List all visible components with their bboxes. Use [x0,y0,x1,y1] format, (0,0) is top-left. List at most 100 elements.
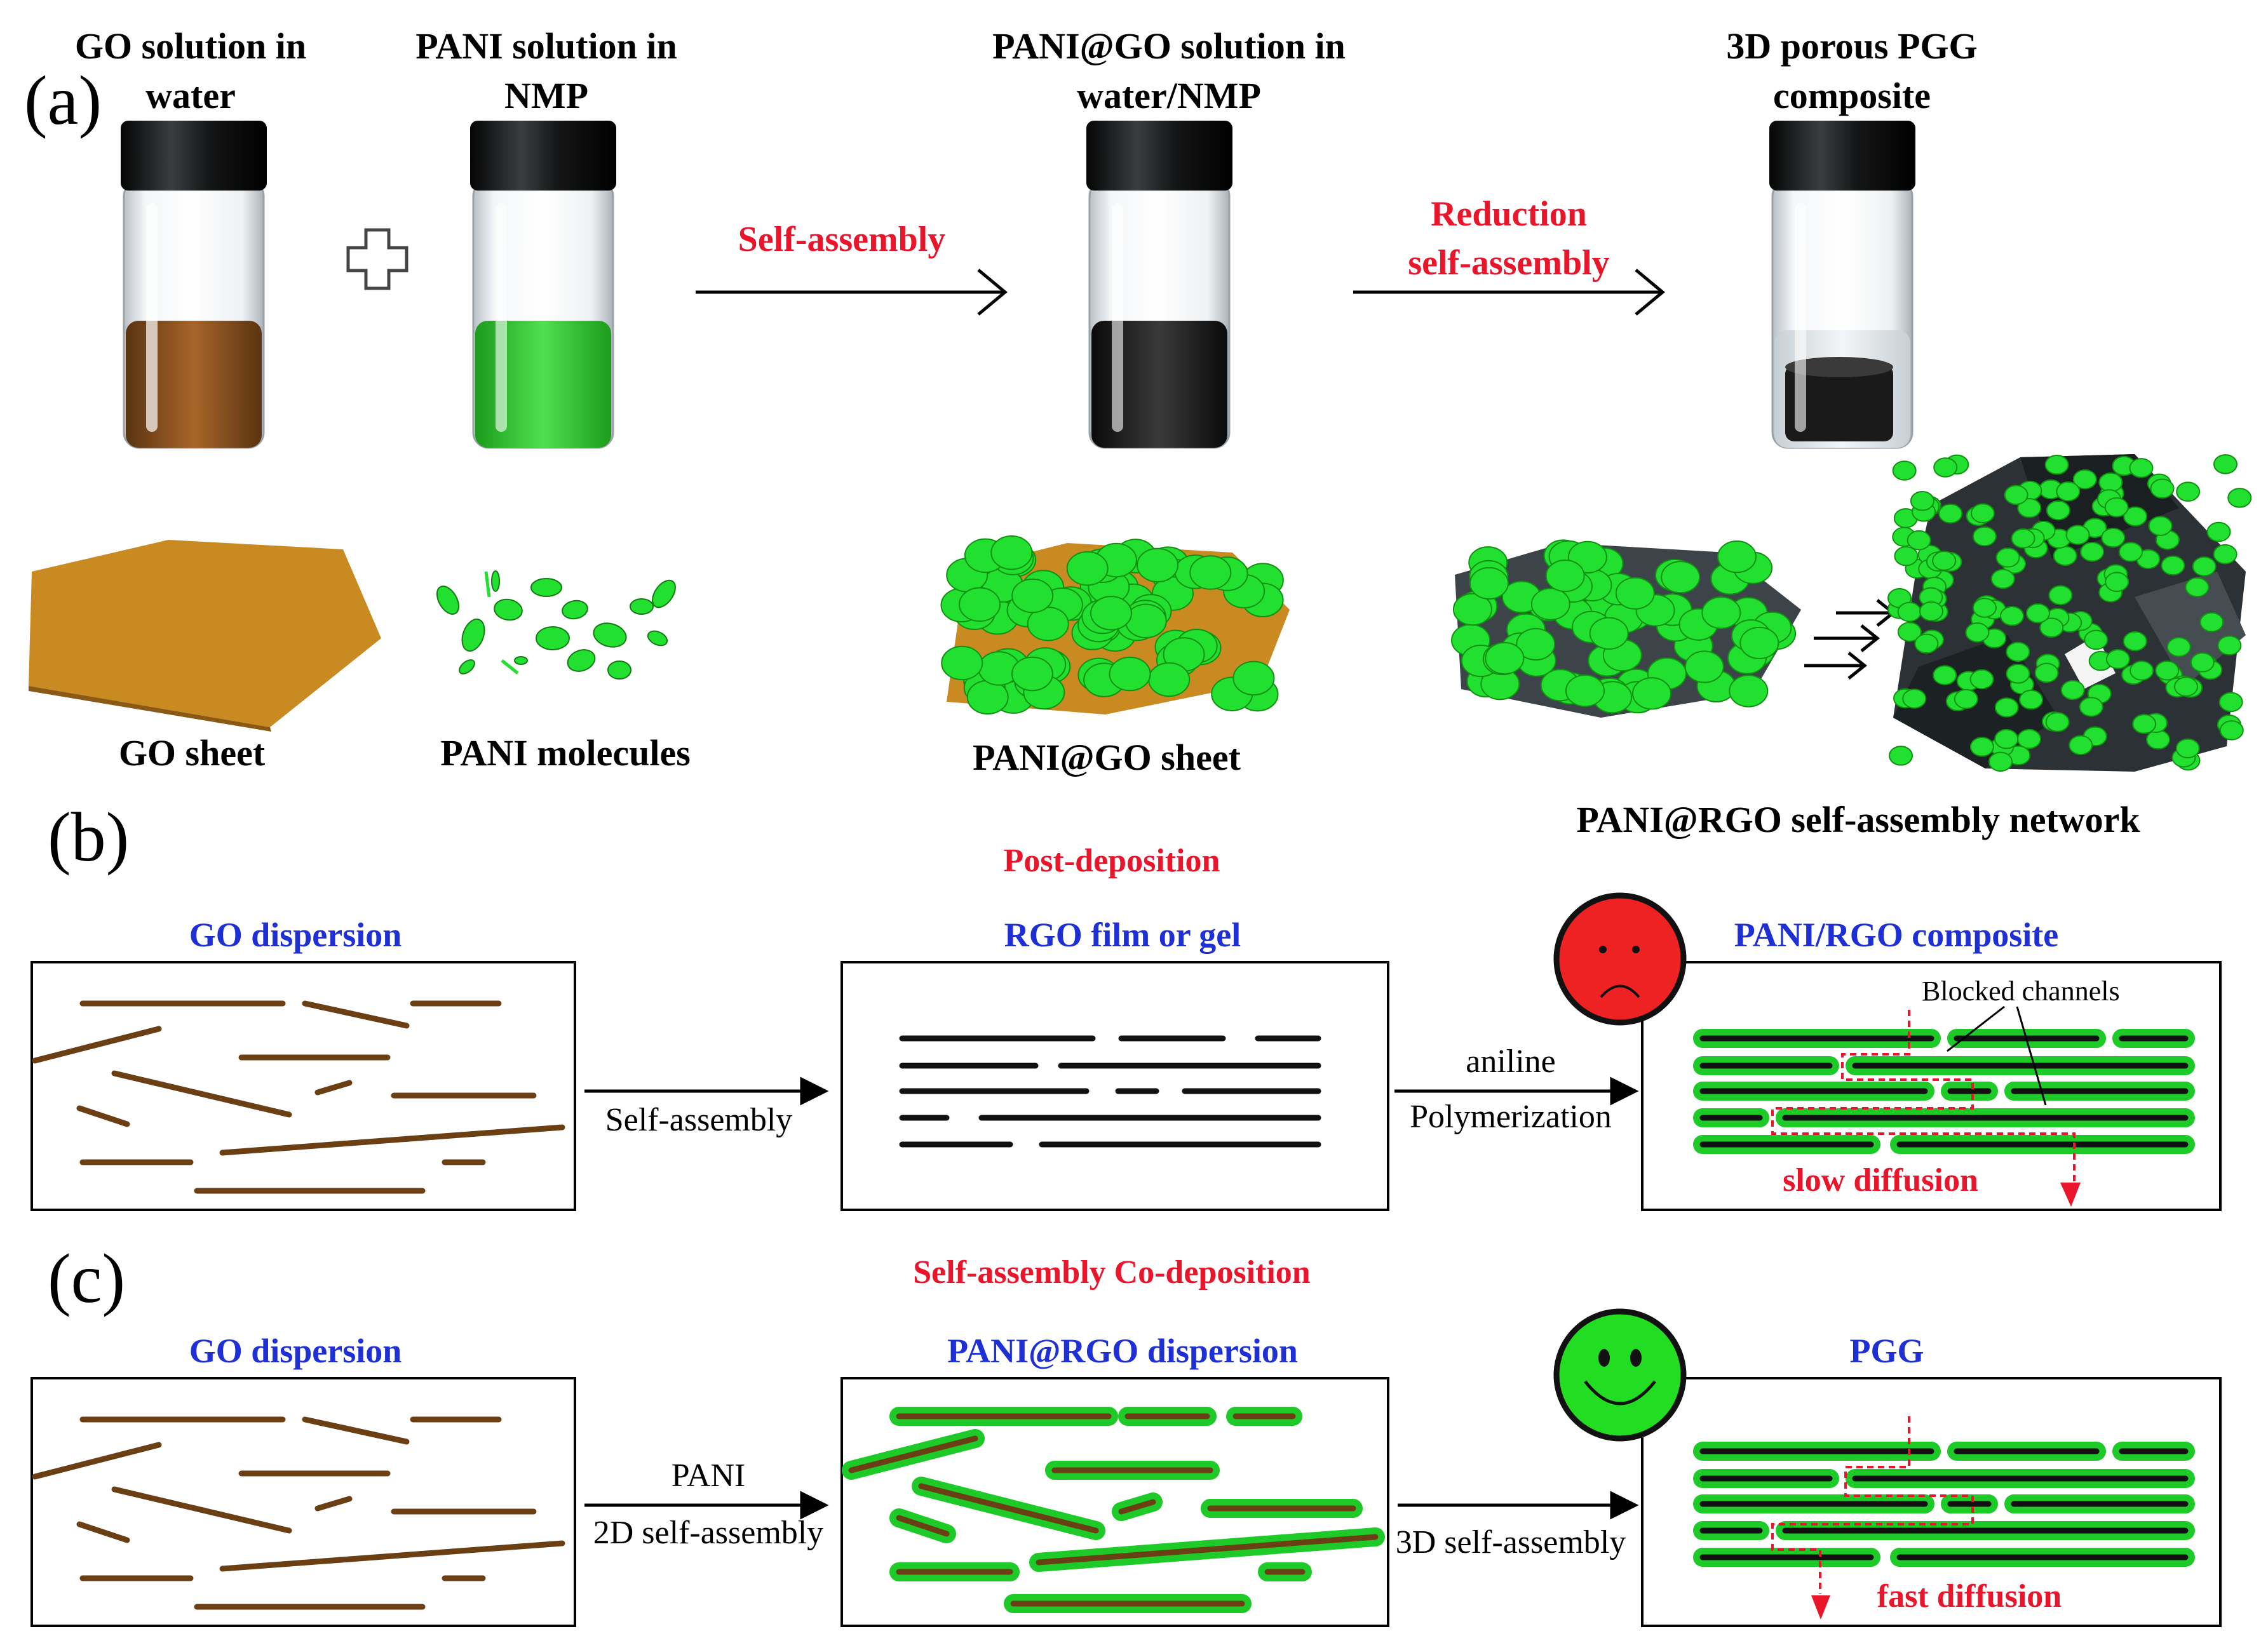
coated-go-flake [1036,1534,1379,1566]
vial-title-pgg-line1: 3D porous PGG [1726,25,1977,67]
pani-dot [959,587,1001,622]
pani-dot [2053,546,2077,566]
pani-dot [1994,728,2019,749]
pani-dot [1902,688,1927,709]
pani-dot [2045,712,2070,732]
vial-title-go: GO solution in water [75,25,306,116]
pani-dot [990,535,1033,570]
vial-title-pani-go-line2: water/NMP [1077,75,1261,116]
pani-dot [1545,560,1585,593]
pani-dot [1661,561,1701,594]
pani-dot [1469,567,1509,600]
vial-pgg-composite [1769,121,1915,449]
pani-dot [2000,606,2025,626]
pani-molecule [536,626,570,650]
go-flake [32,1442,162,1480]
go-flake [314,1080,353,1096]
pani-dot [2004,485,2028,506]
pani-molecule [530,578,562,597]
pani-dot [1066,551,1109,586]
pani-dot [966,680,1009,715]
pani-dot [1938,503,1963,524]
vial-pani-go-solution [1086,121,1232,449]
pani-dot [2046,500,2070,521]
pani-dot [1932,551,1957,571]
pani-molecule [461,618,485,652]
pani-dot [1452,593,1492,626]
pani-dot [1516,627,1556,661]
panel-b-box2-title: RGO film or gel [1004,916,1241,954]
pani-dot [2017,498,2042,518]
pani-dot [2130,661,2154,681]
go-flake [32,1026,162,1064]
panel-b-box-rgo-film [840,961,1389,1211]
pani-dot [2006,641,2030,662]
pani-dot [2006,663,2030,684]
panel-c-pgg-stack [1693,1442,2195,1567]
vial-title-pani-line2: NMP [504,75,588,116]
pani-dot [2146,729,2171,750]
pani-dot [1970,503,1995,523]
pani-dot [1717,540,1757,573]
pani-molecule [630,598,654,615]
go-flake [219,1124,565,1156]
panel-c-arrow1-label-top: PANI [672,1458,746,1494]
go-flake [111,1486,292,1534]
pani-dot [2080,542,2105,562]
panel-c-header: Self-assembly Co-deposition [913,1254,1311,1291]
pani-dot [2079,697,2103,717]
pani-dot [1988,751,2013,772]
pani-dot [2034,662,2059,683]
label-pani-rgo-network: PANI@RGO self-assembly network [1576,799,2140,840]
panel-b-blocked-channels: Blocked channels [1922,976,2120,1007]
pani-dot [2123,506,2148,527]
vial-title-go-line1: GO solution in [75,25,306,67]
pani-dot [1565,674,1605,708]
pani-dot [2227,488,2252,508]
panel-c-fast-diffusion: fast diffusion [1877,1578,2062,1614]
sad-face-icon [1553,892,1687,1026]
pani-dot [2017,728,2041,749]
pani-dot [1109,656,1151,692]
vial-title-pani-go: PANI@GO solution in water/NMP [992,25,1346,116]
pani-dot [2161,555,2185,576]
go-flake [302,1000,410,1029]
pani-dot [1189,555,1232,590]
panel-c-arrow1-label-bottom: 2D self-assembly [593,1515,823,1551]
pani-molecule [652,579,676,608]
go-sheet-illustration [29,540,381,727]
pani-dot [1894,546,1919,567]
pani-dot [1994,697,2019,718]
panel-b-arrow1-label: Self-assembly [605,1102,793,1138]
pani-molecule [562,600,588,620]
blocked-pointer-1 [1947,1005,2005,1052]
pani-molecule [494,598,523,621]
happy-face-icon [1553,1308,1687,1442]
panel-b-box-go-dispersion [30,961,576,1211]
pani-go-sheet-illustration [940,535,1290,715]
pani-dot [1954,688,1978,709]
pani-rgo-network-illustration [1887,454,2252,772]
pani-dot [1965,622,1990,643]
coated-go-flake [848,1435,978,1473]
vial-pani-solution [470,121,616,449]
panel-b-composite-stack [1693,1029,2195,1154]
panel-b-rgo-stack [899,1035,1321,1148]
pani-dot [1011,656,1053,692]
pani-dot [2206,521,2231,542]
pani-molecule [514,656,528,665]
pani-dot [1897,622,1922,642]
pani-dot [1090,596,1133,631]
pani-dot [1910,490,1934,511]
panel-b-diffusion-path [1771,1010,2076,1195]
pani-molecule [647,630,668,647]
arrow-reduction-label-line1: Reduction [1431,194,1587,234]
pani-dot [2174,676,2199,697]
vial-title-go-line2: water [145,75,236,116]
pani-dot [1990,568,2015,589]
pani-dot [2019,689,2044,710]
panel-b-arrow2-label-bottom: Polymerization [1410,1099,1612,1135]
pani-dot [2217,635,2242,656]
pani-dot [1485,641,1525,675]
